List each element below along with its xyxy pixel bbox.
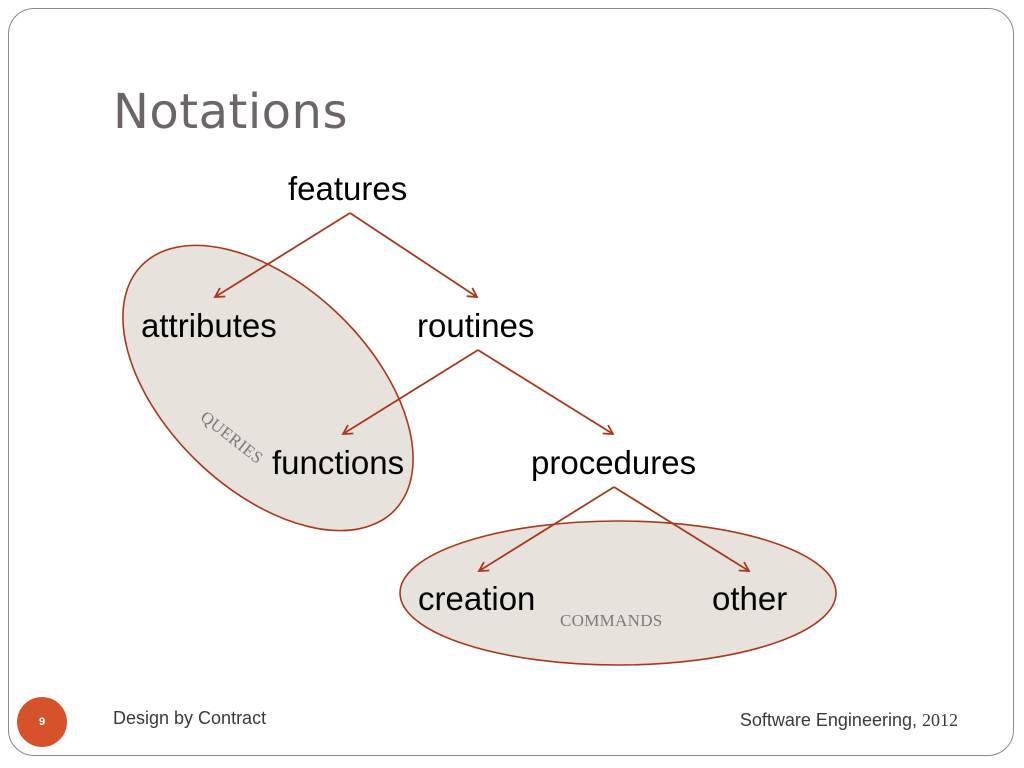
arrow-procedures-creation xyxy=(477,486,615,572)
node-routines: routines xyxy=(417,307,535,344)
footer-course-name: Software Engineering, xyxy=(739,710,917,730)
arrow-procedures-other xyxy=(613,486,751,572)
arrow-routines-procedures xyxy=(477,349,615,435)
arrow-routines-functions xyxy=(341,349,479,435)
node-other: other xyxy=(712,580,788,617)
node-features: features xyxy=(288,170,408,207)
node-creation: creation xyxy=(418,580,536,617)
footer-course-title: Design by Contract xyxy=(113,708,267,728)
node-procedures: procedures xyxy=(531,444,697,481)
node-functions: functions xyxy=(272,444,405,481)
slide-frame xyxy=(8,8,1014,756)
node-attributes: attributes xyxy=(141,307,277,344)
arrow-features-attributes xyxy=(213,212,351,298)
slide-title: Notations xyxy=(113,84,348,140)
queries-group-ellipse xyxy=(122,244,414,532)
commands-group-label: COMMANDS xyxy=(560,611,663,630)
arrow-features-routines xyxy=(349,212,479,299)
footer-year: 2012 xyxy=(922,710,958,730)
page-number-badge: 9 xyxy=(17,697,67,747)
footer-course-info: Software Engineering, 2012 xyxy=(740,710,958,731)
